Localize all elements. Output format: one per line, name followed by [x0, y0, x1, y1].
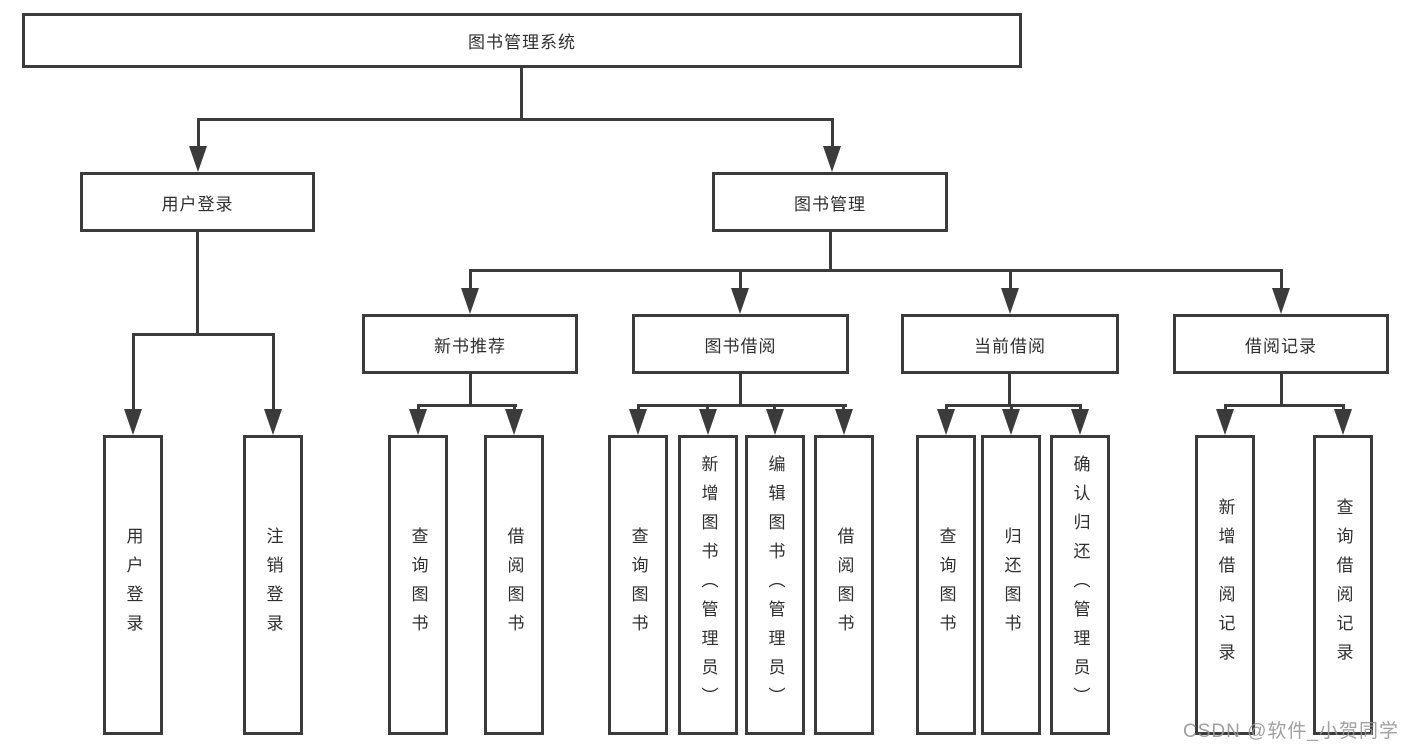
connector-line	[1079, 404, 1082, 412]
arrow-down-icon	[461, 288, 479, 314]
connector-line	[1280, 374, 1283, 407]
node-label: 新增借阅记录	[1215, 498, 1235, 672]
connector-line	[1224, 404, 1345, 407]
connector-line	[520, 68, 523, 120]
connector-line	[637, 404, 640, 412]
leaf-cb-return-books: 归还图书	[981, 435, 1041, 735]
connector-line	[417, 404, 517, 407]
arrow-down-icon	[1001, 288, 1019, 314]
connector-line	[773, 404, 776, 412]
node-label: 图书借阅	[704, 336, 777, 356]
arrow-down-icon	[505, 409, 523, 435]
connector-line	[197, 118, 200, 150]
arrow-down-icon	[937, 409, 955, 435]
arrow-down-icon	[629, 409, 647, 435]
connector-line	[1009, 269, 1012, 290]
leaf-bb-edit-books-admin: 编辑图书（管理员）	[745, 435, 805, 735]
leaf-user-login: 用户登录	[103, 435, 163, 735]
leaf-cb-confirm-return-admin: 确认归还（管理员）	[1050, 435, 1110, 735]
connector-line	[1224, 404, 1227, 412]
connector-line	[196, 232, 199, 336]
connector-line	[417, 404, 420, 412]
node-borrow-records: 借阅记录	[1173, 314, 1389, 374]
leaf-rec-borrow-books: 借阅图书	[484, 435, 544, 735]
node-label: 借阅记录	[1245, 336, 1317, 356]
node-new-book-recommend: 新书推荐	[362, 314, 578, 374]
connector-line	[1010, 404, 1013, 412]
arrow-down-icon	[1216, 409, 1234, 435]
node-user-login: 用户登录	[80, 172, 315, 232]
leaf-rec-query-books: 查询图书	[388, 435, 448, 735]
arrow-down-icon	[264, 409, 282, 435]
connector-line	[469, 269, 472, 290]
connector-line	[706, 404, 709, 412]
node-label: 新增图书（管理员）	[698, 454, 718, 716]
leaf-bb-query-books: 查询图书	[608, 435, 668, 735]
connector-line	[739, 374, 742, 407]
node-label: 图书管理	[794, 194, 866, 214]
leaf-bb-add-books-admin: 新增图书（管理员）	[678, 435, 738, 735]
node-label: 借阅图书	[834, 527, 854, 643]
node-label: 查询借阅记录	[1333, 498, 1353, 672]
connector-line	[272, 333, 275, 411]
arrow-down-icon	[766, 409, 784, 435]
leaf-bb-borrow-books: 借阅图书	[814, 435, 874, 735]
node-label: 查询图书	[408, 527, 428, 643]
connector-line	[1008, 374, 1011, 407]
connector-line	[831, 118, 834, 150]
leaf-logout: 注销登录	[243, 435, 303, 735]
node-label: 用户登录	[123, 527, 143, 643]
connector-line	[842, 404, 845, 412]
node-book-management: 图书管理	[712, 172, 948, 232]
arrow-down-icon	[1002, 409, 1020, 435]
connector-line	[132, 333, 135, 411]
arrow-down-icon	[124, 409, 142, 435]
leaf-br-query-record: 查询借阅记录	[1313, 435, 1373, 735]
node-label: 新书推荐	[434, 336, 506, 356]
arrow-down-icon	[1334, 409, 1352, 435]
node-label: 确认归还（管理员）	[1070, 454, 1090, 716]
node-label: 编辑图书（管理员）	[765, 454, 785, 716]
connector-line	[1280, 269, 1283, 290]
arrow-down-icon	[699, 409, 717, 435]
connector-line	[197, 118, 834, 121]
connector-line	[132, 333, 275, 336]
node-label: 借阅图书	[504, 527, 524, 643]
node-label: 查询图书	[936, 527, 956, 643]
leaf-br-add-record: 新增借阅记录	[1195, 435, 1255, 735]
arrow-down-icon	[1272, 288, 1290, 314]
arrow-down-icon	[189, 146, 207, 172]
node-book-borrow: 图书借阅	[632, 314, 849, 374]
node-current-borrow: 当前借阅	[901, 314, 1119, 374]
node-label: 注销登录	[263, 527, 283, 643]
connector-line	[829, 232, 832, 272]
connector-line	[945, 404, 948, 412]
connector-line	[1342, 404, 1345, 412]
connector-line	[469, 269, 1283, 272]
connector-line	[513, 404, 516, 412]
csdn-watermark: CSDN @软件_小贺同学	[1183, 721, 1399, 742]
arrow-down-icon	[409, 409, 427, 435]
connector-line	[637, 404, 847, 407]
arrow-down-icon	[1071, 409, 1089, 435]
node-label: 当前借阅	[974, 336, 1046, 356]
arrow-down-icon	[835, 409, 853, 435]
node-label: 查询图书	[628, 527, 648, 643]
connector-line	[469, 374, 472, 407]
connector-line	[739, 269, 742, 290]
arrow-down-icon	[823, 146, 841, 172]
node-label: 用户登录	[161, 194, 234, 214]
leaf-cb-query-books: 查询图书	[916, 435, 976, 735]
connector-line	[945, 404, 1082, 407]
arrow-down-icon	[731, 288, 749, 314]
node-label: 归还图书	[1001, 527, 1021, 643]
node-label: 图书管理系统	[468, 33, 576, 52]
node-library-system: 图书管理系统	[22, 13, 1022, 68]
